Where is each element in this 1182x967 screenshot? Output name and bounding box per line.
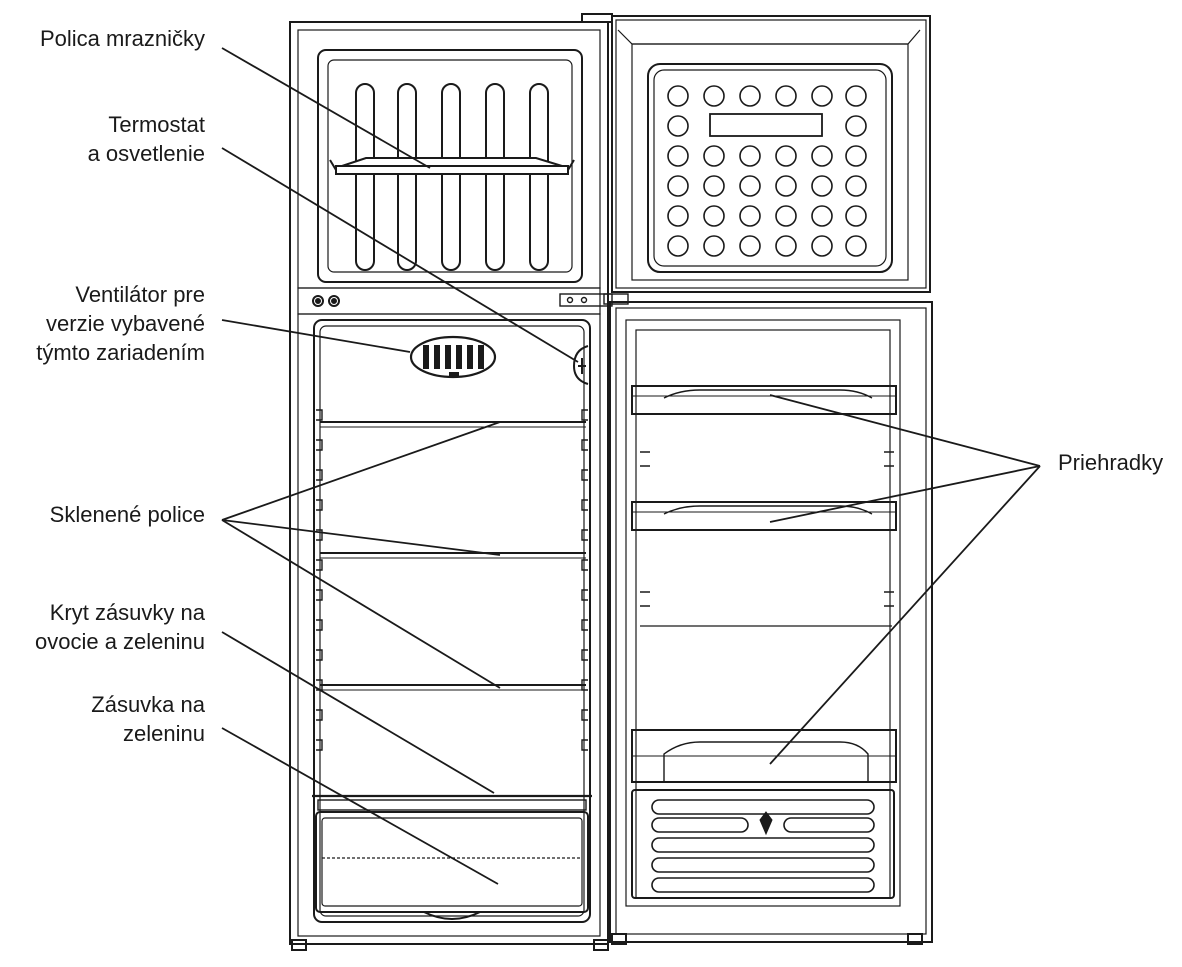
ice-cube-cell [811, 175, 833, 197]
door-bin-2 [631, 501, 897, 531]
crisper-cover [312, 794, 592, 811]
ice-cube-cell [667, 175, 689, 197]
ice-cube-cell [775, 85, 797, 107]
label-fan: Ventilátor pre verzie vybavené týmto zar… [36, 282, 205, 365]
ice-cube-cell [703, 205, 725, 227]
label-crisper-cover: Kryt zásuvky na ovocie a zeleninu [34, 600, 205, 654]
label-door-bins: Priehradky [1058, 450, 1164, 475]
leader-glass-shelf-3 [221, 519, 501, 689]
shelf-rails [316, 409, 588, 751]
cabinet-body [289, 21, 609, 951]
ice-cube-cell [811, 235, 833, 257]
leader-door-bin-2 [769, 465, 1041, 523]
ice-cube-cell [845, 115, 867, 137]
ice-cube-cell [845, 85, 867, 107]
ice-cube-cell [845, 145, 867, 167]
crisper-drawer [315, 811, 589, 920]
label-glass-shelves: Sklenené police [49, 502, 205, 527]
ice-cube-cell [845, 235, 867, 257]
glass-shelf-2 [320, 552, 586, 559]
ice-cube-cell [739, 145, 761, 167]
glass-shelf-1 [320, 421, 586, 428]
ice-cube-cell [703, 235, 725, 257]
ice-cube-cell [775, 205, 797, 227]
ice-tray [667, 85, 867, 257]
ice-cube-cell [739, 235, 761, 257]
ice-cube-cell [845, 205, 867, 227]
freezer-door [581, 13, 931, 293]
ice-cube-cell [845, 175, 867, 197]
ice-tray-label-plate [709, 113, 823, 137]
fridge-compartment [313, 319, 591, 923]
ice-cube-cell [811, 145, 833, 167]
ice-cube-cell [667, 235, 689, 257]
ice-cube-cell [739, 205, 761, 227]
leader-crisper-cover [221, 631, 495, 794]
ice-cube-cell [739, 175, 761, 197]
ice-cube-cell [703, 85, 725, 107]
ice-cube-cell [775, 235, 797, 257]
freezer-compartment [317, 49, 583, 283]
ice-cube-cell [667, 205, 689, 227]
leader-door-bin-1 [769, 394, 1041, 467]
door-bin-1 [631, 385, 897, 415]
leader-fan [221, 319, 411, 353]
leader-crisper-drawer [221, 727, 499, 885]
ice-cube-cell [667, 115, 689, 137]
fridge-door [609, 301, 933, 945]
glass-shelf-3 [320, 684, 586, 691]
ice-cube-cell [667, 85, 689, 107]
door-bin-brackets [640, 451, 894, 607]
label-freezer-shelf: Polica mrazničky [39, 26, 205, 51]
ice-cube-cell [811, 205, 833, 227]
freezer-shelf [329, 157, 575, 175]
leader-glass-shelf-2 [221, 519, 501, 556]
leader-freezer-shelf [221, 47, 431, 169]
ice-cube-cell [775, 145, 797, 167]
door-hinge [559, 293, 629, 307]
leader-thermostat [221, 147, 579, 363]
leader-glass-shelf-1 [221, 421, 501, 521]
ice-cube-cell [775, 175, 797, 197]
ice-cube-cell [667, 145, 689, 167]
leader-door-bin-3 [769, 465, 1041, 765]
thermostat-icon [572, 345, 589, 385]
ice-cube-cell [703, 175, 725, 197]
control-strip [312, 295, 340, 307]
ice-cube-cell [811, 85, 833, 107]
ice-cube-cell [703, 145, 725, 167]
vent-grille [631, 789, 895, 899]
leader-lines [221, 47, 1041, 885]
label-thermostat: Termostat a osvetlenie [87, 112, 205, 166]
fan-icon [409, 335, 497, 379]
ice-cube-cell [739, 85, 761, 107]
door-bin-3 [631, 729, 897, 783]
label-crisper-drawer: Zásuvka na zeleninu [91, 692, 205, 746]
